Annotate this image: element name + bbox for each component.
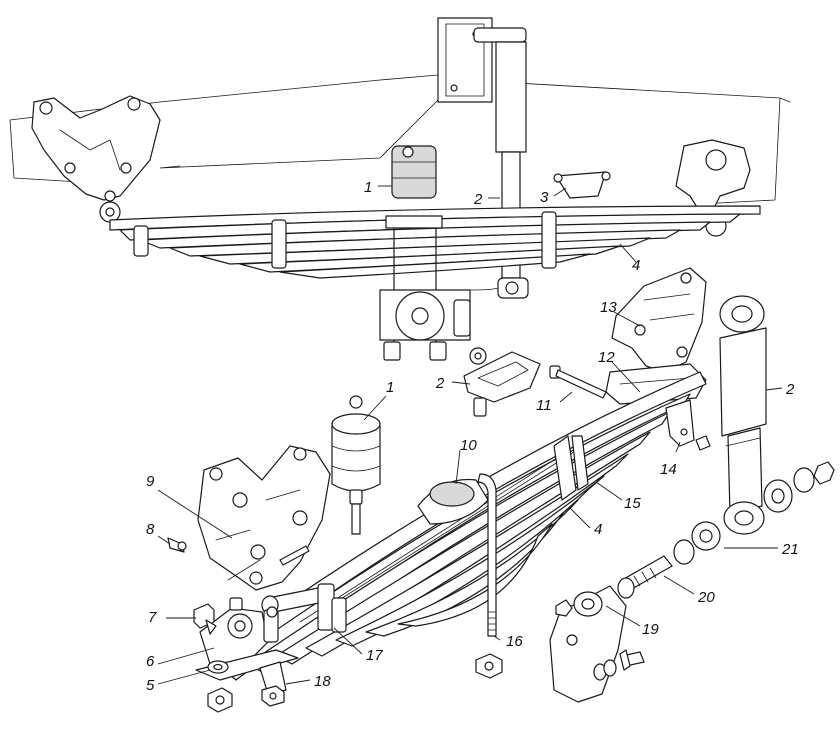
- callout-1-upper: 1: [364, 179, 372, 196]
- bolt-7: [193, 603, 217, 635]
- spring-eye-bracket-6: [199, 597, 279, 665]
- rubber-bushing-21: [673, 461, 835, 565]
- callout-18: 18: [314, 673, 331, 690]
- front-bracket-9: [197, 445, 331, 591]
- lower-bracket-19: [549, 585, 645, 703]
- callout-2-shock: 2: [785, 381, 795, 398]
- callout-8: 8: [146, 521, 155, 538]
- callout-15: 15: [624, 495, 641, 512]
- callout-16: 16: [506, 633, 523, 650]
- grease-fitting-8: [167, 537, 187, 553]
- upper-buffer: [391, 145, 437, 199]
- callout-5: 5: [146, 677, 155, 694]
- callout-4-lower: 4: [594, 521, 602, 538]
- spring-pad-10: [417, 473, 497, 637]
- callout-14: 14: [660, 461, 677, 478]
- upper-front-bracket: [31, 95, 161, 201]
- callout-6: 6: [146, 653, 155, 670]
- upper-axle-clamp: [379, 215, 499, 361]
- bolt-11: [549, 365, 607, 399]
- upper-shock-absorber: [473, 27, 529, 299]
- upper-bracket: [555, 171, 607, 199]
- shackle-bracket-13: [611, 267, 707, 373]
- leaf-clamp-15: [553, 435, 589, 501]
- shock-absorber-2: [719, 295, 767, 535]
- callout-21: 21: [781, 541, 799, 558]
- callout-4-upper: 4: [632, 257, 640, 274]
- callout-2-buffer-bracket: 2: [435, 375, 445, 392]
- assembled-view: [9, 17, 791, 361]
- clip-18: [207, 661, 287, 713]
- callout-1-lower: 1: [386, 379, 394, 396]
- pin-20: [617, 555, 673, 599]
- rear-hanger: [675, 139, 751, 213]
- callout-10: 10: [460, 437, 477, 454]
- callout-20: 20: [697, 589, 715, 606]
- callout-2-upper: 2: [473, 191, 483, 208]
- callout-9: 9: [146, 473, 155, 490]
- buffer-bracket-2: [463, 347, 541, 417]
- callout-17: 17: [366, 647, 383, 664]
- callout-13: 13: [600, 299, 617, 316]
- exploded-view: [167, 267, 835, 713]
- u-bolt-16: [475, 611, 503, 679]
- clamp-14: [665, 399, 711, 451]
- plate-5: [195, 649, 299, 681]
- callout-19: 19: [642, 621, 659, 638]
- callout-11: 11: [536, 397, 552, 414]
- callout-12: 12: [598, 349, 615, 366]
- callout-3: 3: [540, 189, 549, 206]
- leader-lines: [157, 185, 783, 685]
- callout-7: 7: [148, 609, 157, 626]
- callout-labels: 1 2 3 4 13 12 2 1 11 2 10 14 9 15 4 8 21…: [146, 179, 799, 694]
- rubber-buffer-1: [331, 395, 381, 535]
